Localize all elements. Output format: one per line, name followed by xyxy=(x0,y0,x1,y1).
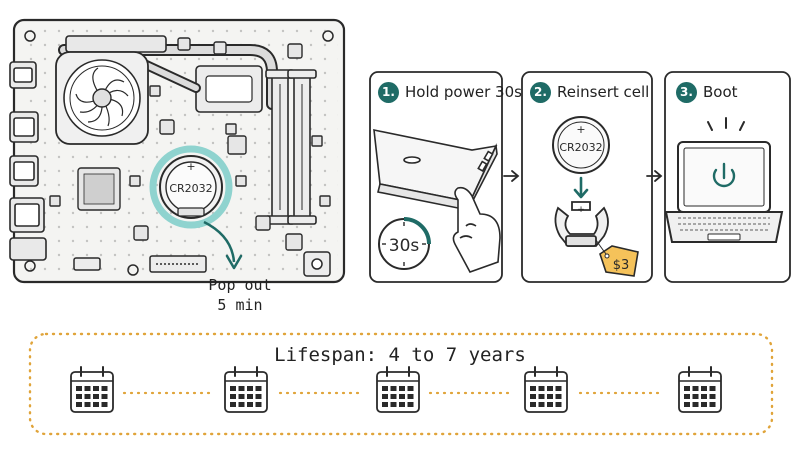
step-3-title: 3. Boot xyxy=(676,82,738,103)
coin-cell-icon-step xyxy=(552,116,610,174)
bottom-connectors xyxy=(73,251,331,277)
pop-out-label: Pop out xyxy=(208,276,272,294)
pop-out-arrow xyxy=(203,220,236,263)
step2-cell-label: CR2032 xyxy=(559,141,602,154)
side-ports xyxy=(9,61,47,261)
motherboard: + CR2032 xyxy=(9,18,346,284)
step-2-badge: 2. xyxy=(530,82,551,103)
lifespan-title: Lifespan: 4 to 7 years xyxy=(274,344,526,366)
battery-holder-icon xyxy=(554,201,609,247)
calendar-icon xyxy=(376,366,420,413)
finger-icon xyxy=(452,186,501,273)
battery-plus: + xyxy=(186,160,195,173)
holder-plus: + xyxy=(577,205,585,215)
ram-slots xyxy=(265,69,317,225)
lifespan-box xyxy=(28,332,774,436)
coin-cell-icon xyxy=(149,145,233,229)
step-2-title: 2. Reinsert cell xyxy=(530,82,649,103)
calendar-icon xyxy=(524,366,568,413)
step-1-label: Hold power 30s xyxy=(405,83,522,101)
timer-label: 30s xyxy=(389,236,420,256)
battery-label: CR2032 xyxy=(169,182,212,195)
laptop-side-icon xyxy=(373,128,498,211)
step-3-label: Boot xyxy=(703,83,738,101)
calendar-icon xyxy=(224,366,268,413)
calendar-icon xyxy=(678,366,722,413)
calendar-row xyxy=(70,366,722,413)
timer-icon xyxy=(378,217,431,270)
fan-icon xyxy=(55,51,149,145)
step-1-badge: 1. xyxy=(378,82,399,103)
price-tag-icon xyxy=(595,239,639,277)
flow-arrows xyxy=(503,170,663,182)
pop-out-time: 5 min xyxy=(217,296,263,314)
step-2-label: Reinsert cell xyxy=(557,83,650,101)
step2-cell-plus: + xyxy=(576,123,585,136)
price-label: $3 xyxy=(613,258,630,273)
calendar-icon xyxy=(70,366,114,413)
power-icon xyxy=(712,162,736,188)
step-1-title: 1. Hold power 30s xyxy=(378,82,522,103)
insert-arrow xyxy=(573,176,589,199)
step-3-badge: 3. xyxy=(676,82,697,103)
